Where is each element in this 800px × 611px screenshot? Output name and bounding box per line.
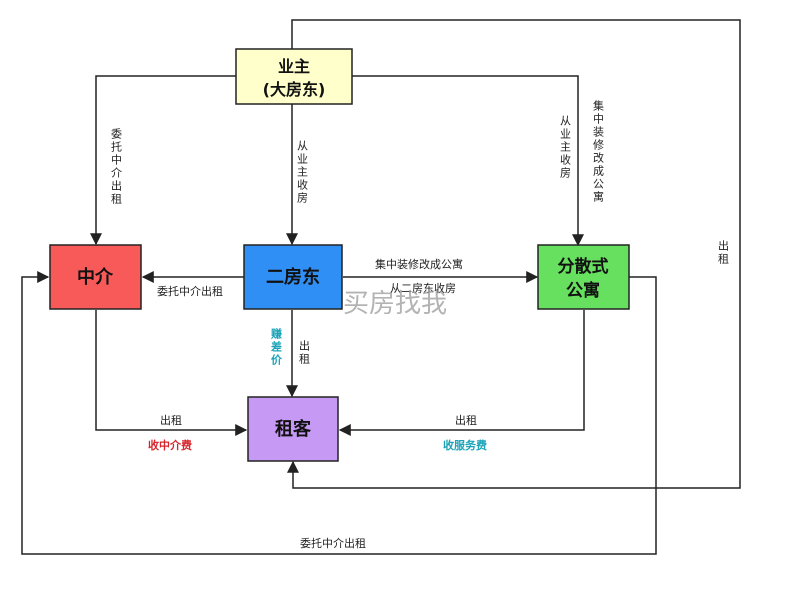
watermark: 买房找我 <box>343 289 447 319</box>
node-agency: 中介 <box>49 244 142 310</box>
sublandlord-label: 二房东 <box>266 266 320 288</box>
apartment-label-line2: 公寓 <box>566 280 600 301</box>
label-owner-to-apartment-b: 集中装修改成公寓 <box>592 99 605 204</box>
label-apartment-to-tenant: 出租 <box>455 413 477 427</box>
apartment-label-line1: 分散式 <box>558 256 609 277</box>
label-sublandlord-profit: 赚差价 <box>270 327 284 367</box>
label-sublandlord-to-apartment-top: 集中装修改成公寓 <box>375 257 463 271</box>
edge-owner-to-tenant-direct <box>287 19 741 489</box>
label-sublandlord-to-tenant: 出租 <box>298 339 311 366</box>
label-owner-to-agency: 委托中介出租 <box>110 128 123 206</box>
label-apartment-to-agency: 委托中介出租 <box>300 536 366 550</box>
label-owner-to-apartment-a: 从业主收房 <box>559 115 572 180</box>
agency-label: 中介 <box>77 266 114 288</box>
node-owner: 业主 (大房东) <box>235 48 353 105</box>
label-agency-fee: 收中介费 <box>148 438 192 452</box>
owner-label-line2: (大房东) <box>263 80 326 99</box>
node-apartment: 分散式 公寓 <box>537 244 630 310</box>
tenant-label: 租客 <box>275 418 312 440</box>
edge-agency-to-tenant <box>95 310 248 436</box>
label-agency-to-tenant: 出租 <box>160 413 182 427</box>
edge-owner-to-apartment <box>352 75 584 247</box>
node-tenant: 租客 <box>247 396 339 462</box>
edge-owner-to-agency <box>90 75 236 246</box>
label-sublandlord-to-agency: 委托中介出租 <box>157 284 223 298</box>
label-owner-to-tenant-direct: 出租 <box>717 239 730 266</box>
edge-apartment-to-tenant <box>338 310 585 436</box>
node-sublandlord: 二房东 <box>243 244 343 310</box>
label-owner-to-sublandlord: 从业主收房 <box>296 140 309 205</box>
label-sublandlord-to-apartment-bottom: 从二房东收房 <box>390 281 456 295</box>
owner-label-line1: 业主 <box>278 57 310 76</box>
edges <box>21 19 741 555</box>
edge-apartment-to-agency <box>21 271 657 555</box>
label-apartment-fee: 收服务费 <box>443 438 487 452</box>
